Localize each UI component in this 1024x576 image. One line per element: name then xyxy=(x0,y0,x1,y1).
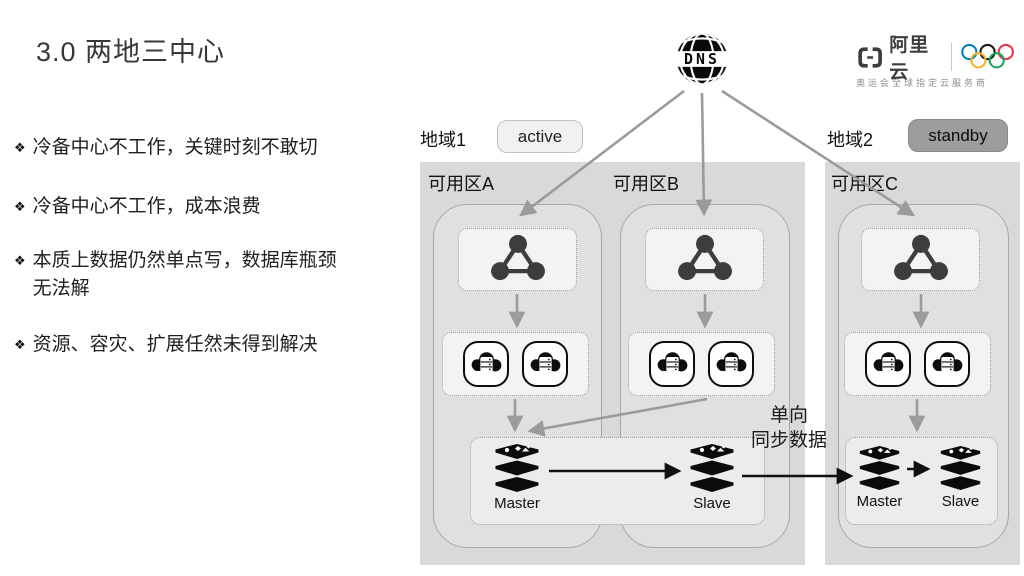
cloud-server-icon xyxy=(655,350,690,378)
cloud-server-tile xyxy=(463,341,509,387)
cloud-server-tile xyxy=(649,341,695,387)
cloud-server-icon xyxy=(871,350,906,378)
logo-divider xyxy=(951,43,953,71)
load-balancer-box-c xyxy=(861,228,980,291)
active-badge: active xyxy=(497,120,583,153)
db-master-region-2: Master xyxy=(856,446,903,510)
dns-globe-icon: DNS xyxy=(674,30,730,88)
bullet-text: 资源、容灾、扩展任然未得到解决 xyxy=(32,334,318,355)
server-group-box-a xyxy=(442,332,589,396)
load-balancer-icon xyxy=(487,234,549,286)
db-role-label: Master xyxy=(856,493,903,510)
cloud-server-tile xyxy=(865,341,911,387)
standby-badge: standby xyxy=(908,119,1008,152)
sync-label-line1: 单向 xyxy=(769,405,808,426)
load-balancer-icon xyxy=(890,234,952,286)
bullet-item: ❖ 本质上数据仍然单点写，数据库瓶颈无法解 xyxy=(14,247,366,303)
bullet-text: 冷备中心不工作，成本浪费 xyxy=(32,196,261,217)
zone-a-label: 可用区A xyxy=(428,174,495,194)
svg-text:DNS: DNS xyxy=(684,50,720,68)
bullet-item: ❖ 冷备中心不工作，成本浪费 xyxy=(14,193,366,221)
db-slave-region-1: Slave xyxy=(686,444,738,512)
server-group-box-b xyxy=(628,332,775,396)
bullet-text: 本质上数据仍然单点写，数据库瓶颈无法解 xyxy=(32,250,337,299)
alibaba-cloud-logo: 阿里云 奥运会全球指定云服务商 xyxy=(856,35,1016,89)
load-balancer-box-b xyxy=(645,228,764,291)
olympic-rings-icon xyxy=(961,43,1015,69)
db-role-label: Master xyxy=(494,495,540,512)
diamond-bullet-icon: ❖ xyxy=(14,199,26,214)
cloud-server-icon xyxy=(528,350,563,378)
sync-label-line2: 同步数据 xyxy=(750,430,827,451)
cloud-server-icon xyxy=(714,350,749,378)
cloud-server-icon xyxy=(930,350,965,378)
load-balancer-box-a xyxy=(458,228,577,291)
database-icon xyxy=(856,446,903,490)
database-icon xyxy=(491,444,543,492)
bracket-icon xyxy=(858,46,882,68)
diamond-bullet-icon: ❖ xyxy=(14,337,26,352)
sync-direction-label: 单向 同步数据 xyxy=(724,403,854,453)
bullet-item: ❖ 冷备中心不工作，关键时刻不敢切 xyxy=(14,134,366,162)
bullet-text: 冷备中心不工作，关键时刻不敢切 xyxy=(32,137,318,158)
brand-name: 阿里云 xyxy=(889,35,930,83)
cloud-server-tile xyxy=(522,341,568,387)
region-1-label: 地域1 xyxy=(420,130,467,150)
brand-row: 阿里云 xyxy=(856,35,1016,83)
cloud-server-tile xyxy=(708,341,754,387)
db-role-label: Slave xyxy=(941,493,980,510)
cloud-server-icon xyxy=(469,350,504,378)
server-group-box-c xyxy=(844,332,991,396)
bullet-item: ❖ 资源、容灾、扩展任然未得到解决 xyxy=(14,331,366,359)
region-2-label: 地域2 xyxy=(827,130,874,150)
db-master-region-1: Master xyxy=(491,444,543,512)
db-slave-region-2: Slave xyxy=(937,446,984,510)
page-title: 3.0 两地三中心 xyxy=(36,37,226,67)
zone-c-label: 可用区C xyxy=(831,174,898,194)
database-icon xyxy=(937,446,984,490)
diamond-bullet-icon: ❖ xyxy=(14,253,26,268)
logo-tagline: 奥运会全球指定云服务商 xyxy=(856,78,989,88)
zone-b-label: 可用区B xyxy=(613,174,680,194)
diamond-bullet-icon: ❖ xyxy=(14,140,26,155)
cloud-server-tile xyxy=(924,341,970,387)
load-balancer-icon xyxy=(674,234,736,286)
db-role-label: Slave xyxy=(693,495,731,512)
